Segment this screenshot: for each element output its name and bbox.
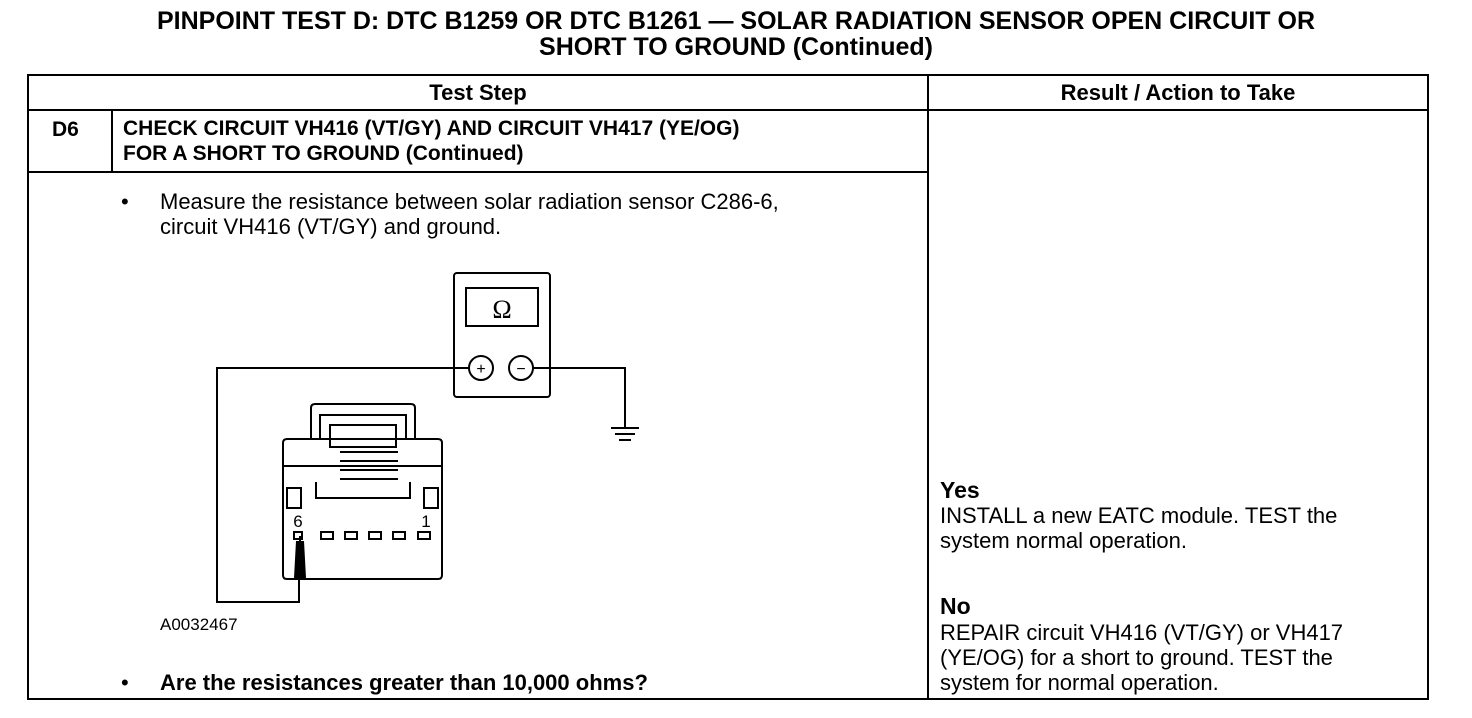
- question-text: Are the resistances greater than 10,000 …: [160, 670, 648, 695]
- page-title: PINPOINT TEST D: DTC B1259 OR DTC B1261 …: [0, 8, 1472, 60]
- result-no-label: No: [940, 593, 971, 619]
- probe-icon: [294, 536, 306, 578]
- minus-terminal-label: −: [516, 361, 525, 378]
- pin-6-label: 6: [293, 512, 302, 531]
- result-no-line-1: REPAIR circuit VH416 (VT/GY) or VH417: [940, 620, 1344, 645]
- ohm-symbol: Ω: [492, 295, 511, 324]
- ground-symbol-icon: [611, 427, 639, 441]
- plus-terminal-label: +: [476, 361, 485, 378]
- result-yes-line-1: INSTALL a new EATC module. TEST the: [940, 503, 1338, 528]
- title-line-2: SHORT TO GROUND (Continued): [539, 33, 933, 61]
- result-no-text: REPAIR circuit VH416 (VT/GY) or VH417 (Y…: [940, 620, 1420, 695]
- question-bullet: •: [121, 670, 129, 695]
- connector-icon: [282, 403, 443, 580]
- step-title: CHECK CIRCUIT VH416 (VT/GY) AND CIRCUIT …: [123, 116, 739, 166]
- step-title-line-1: CHECK CIRCUIT VH416 (VT/GY) AND CIRCUIT …: [123, 117, 740, 140]
- instruction-line-2: circuit VH416 (VT/GY) and ground.: [160, 214, 502, 239]
- step-id-divider: [111, 109, 113, 172]
- result-yes-line-2: system normal operation.: [940, 528, 1187, 553]
- lead-wires: [216, 367, 626, 603]
- result-no-line-2: (YE/OG) for a short to ground. TEST the: [940, 645, 1333, 670]
- pin-1-label: 1: [421, 512, 430, 531]
- result-no-line-3: system for normal operation.: [940, 670, 1219, 695]
- figure-id: A0032467: [160, 615, 238, 634]
- title-line-1: PINPOINT TEST D: DTC B1259 OR DTC B1261 …: [156, 7, 1315, 35]
- column-divider: [927, 74, 929, 700]
- ohmmeter-icon: [453, 272, 551, 398]
- result-yes-text: INSTALL a new EATC module. TEST the syst…: [940, 503, 1420, 553]
- instruction-bullet: •: [121, 189, 129, 214]
- step-title-line-2: FOR A SHORT TO GROUND (Continued): [123, 142, 524, 165]
- column-header-result: Result / Action to Take: [1060, 80, 1296, 105]
- step-id: D6: [52, 118, 79, 141]
- instruction-text: Measure the resistance between solar rad…: [160, 189, 779, 239]
- step-title-divider: [27, 171, 929, 173]
- test-table: [27, 74, 1429, 700]
- result-yes-label: Yes: [940, 477, 980, 503]
- column-header-test-step: Test Step: [429, 80, 527, 105]
- header-divider: [27, 109, 1429, 111]
- instruction-line-1: Measure the resistance between solar rad…: [160, 189, 779, 214]
